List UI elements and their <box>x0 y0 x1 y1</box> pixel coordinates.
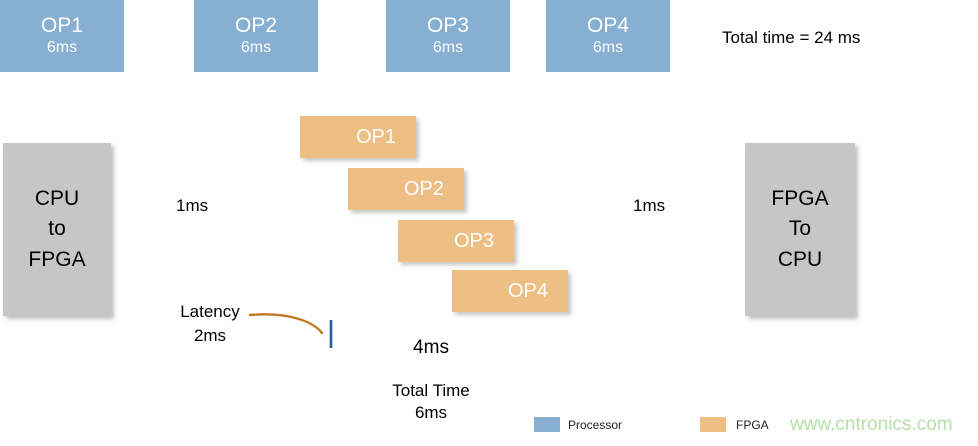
legend-label-fpga: FPGA <box>736 418 769 432</box>
fpga-to-cpu-block: FPGA To CPU <box>745 143 855 316</box>
seq-op-2: OP2 6ms <box>194 0 318 72</box>
fpga-to-cpu-line1: FPGA <box>771 186 829 210</box>
fpga-to-cpu-line2: To <box>788 217 812 241</box>
throughput-value: 4ms <box>413 337 449 358</box>
legend-swatch-fpga <box>700 417 726 432</box>
pipeline-stage-op1-label: OP1 <box>355 125 396 148</box>
seq-op-2-time: 6ms <box>240 38 272 56</box>
legend-swatch-processor <box>534 417 560 432</box>
seq-op-3-time: 6ms <box>432 38 464 56</box>
seq-op-4-name: OP4 <box>586 14 630 38</box>
cpu-to-fpga-line3: FPGA <box>28 247 86 271</box>
seq-op-1-name: OP1 <box>40 14 84 38</box>
total-time-value: 6ms <box>414 403 448 422</box>
pipeline-stage-op4-label: OP4 <box>507 279 548 302</box>
pipeline-stage-op2: OP2 <box>348 168 464 210</box>
seq-op-3: OP3 6ms <box>386 0 510 72</box>
seq-op-4: OP4 6ms <box>546 0 670 72</box>
transfer-out-label: 1ms <box>633 196 666 215</box>
latency-label: Latency <box>180 302 240 321</box>
pipeline-stage-op3-label: OP3 <box>453 229 494 252</box>
total-time-label: Total Time <box>392 381 470 400</box>
watermark: www.cntronics.com <box>790 414 953 435</box>
legend-label-processor: Processor <box>568 418 623 432</box>
pipeline-stage-op4: OP4 <box>452 270 568 312</box>
latency-value: 2ms <box>193 326 227 345</box>
cpu-to-fpga-line2: to <box>48 217 66 241</box>
sequential-total-time-label: Total time = 24 ms <box>722 28 861 47</box>
cpu-to-fpga-block: CPU to FPGA <box>3 143 111 316</box>
pipeline-stage-op1: OP1 <box>300 116 416 158</box>
seq-op-3-name: OP3 <box>426 14 470 38</box>
seq-op-4-time: 6ms <box>592 38 624 56</box>
transfer-in-label: 1ms <box>176 196 209 215</box>
fpga-to-cpu-line3: CPU <box>777 247 823 271</box>
seq-op-2-name: OP2 <box>234 14 278 38</box>
pipeline-stage-op3: OP3 <box>398 220 514 262</box>
latency-callout-curve <box>248 313 324 335</box>
cpu-to-fpga-line1: CPU <box>34 186 80 210</box>
seq-op-1-time: 6ms <box>46 38 78 56</box>
seq-op-1: OP1 6ms <box>0 0 124 72</box>
pipeline-stage-op2-label: OP2 <box>403 177 444 200</box>
